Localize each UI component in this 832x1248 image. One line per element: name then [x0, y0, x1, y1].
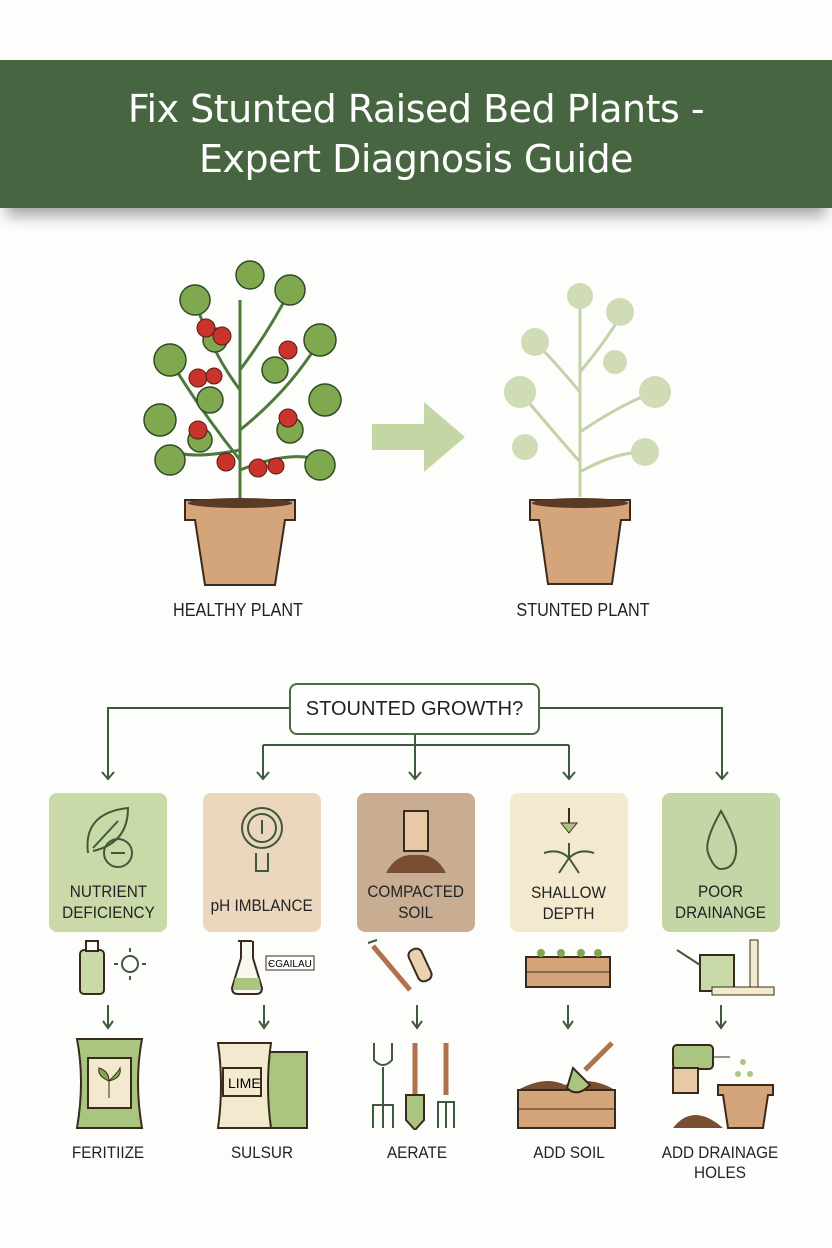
fertilizer-bag-icon: [75, 1038, 144, 1129]
drill-pot-icon: [672, 1044, 774, 1129]
water-drop-icon: [706, 808, 738, 871]
garden-tools-icon: [372, 1043, 455, 1130]
healthy-plant-label: HEALTHY PLANT: [173, 600, 303, 620]
fertilizer-bottle-sun-icon: [79, 940, 146, 995]
title-line-2: Expert Diagnosis Guide: [199, 137, 633, 181]
solution-label-fertilize: FERITIIZE: [71, 1143, 145, 1162]
flow-connectors: [101, 707, 729, 781]
flask-test-icon: ЄGAILAU: [230, 940, 315, 995]
stunted-plant-illustration: [504, 283, 671, 585]
fist-soil-icon: [386, 810, 446, 873]
raised-bed-trowel-icon: [517, 1041, 616, 1129]
title-line-1: Fix Stunted Raised Bed Plants -: [127, 87, 705, 131]
question-box: STOUNTED GROWTH?: [289, 683, 540, 735]
solution-arrows: [102, 1005, 727, 1030]
ph-tag-text: ЄGAILAU: [268, 959, 312, 970]
ph-meter-icon: [241, 807, 283, 872]
raised-bed-seedlings-icon: [525, 949, 611, 988]
healthy-plant-illustration: [143, 260, 342, 586]
hoe-roller-icon: [367, 939, 433, 992]
solution-label-aerate: AERATE: [386, 1143, 448, 1162]
title-banner: Fix Stunted Raised Bed Plants - Expert D…: [0, 60, 832, 208]
solution-label-add-soil: ADD SOIL: [533, 1143, 605, 1162]
leaf-minus-icon: [86, 806, 133, 868]
solution-label-sulfur: SULSUR: [230, 1143, 294, 1162]
stunted-plant-label: STUNTED PLANT: [516, 600, 650, 620]
cause-card-ph-imbalance: pH IMBLANCE: [203, 793, 321, 932]
lime-bags-icon: LIME: [216, 1042, 308, 1129]
watering-can-ruler-icon: [676, 939, 775, 996]
root-depth-icon: [543, 808, 595, 874]
arrow-right-icon: [372, 402, 465, 472]
cause-label: pH IMBLANCE: [210, 896, 314, 915]
lime-label: LIME: [228, 1075, 261, 1091]
